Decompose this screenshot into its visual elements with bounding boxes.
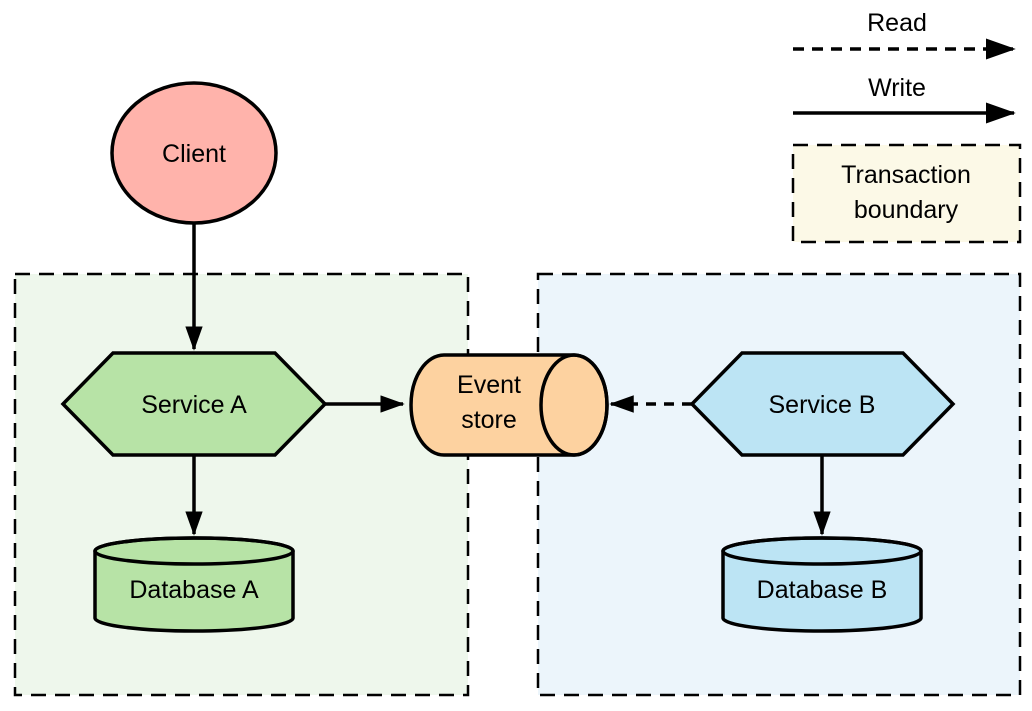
node-service-a: Service A xyxy=(60,351,328,457)
legend-write-label: Write xyxy=(868,74,926,102)
service-a-label: Service A xyxy=(141,391,247,419)
node-event-store: Event store xyxy=(409,353,609,457)
node-database-a: Database A xyxy=(93,536,295,633)
service-a-hexagon xyxy=(60,351,328,457)
database-a-cylinder-rim xyxy=(93,536,295,566)
node-database-b: Database B xyxy=(721,536,923,633)
client-label: Client xyxy=(162,140,226,168)
database-b-label: Database B xyxy=(757,576,888,604)
transaction-boundary-service-a xyxy=(13,272,470,697)
legend-read-label: Read xyxy=(867,9,927,37)
event-store-label-line1: Event xyxy=(457,371,521,399)
legend-transaction-boundary-label-line1: Transaction xyxy=(841,161,971,189)
database-b-cylinder-rim xyxy=(721,536,923,566)
legend-transaction-boundary-label-line2: boundary xyxy=(854,196,959,224)
node-service-b: Service B xyxy=(689,351,956,457)
legend: Read Write Transaction boundary xyxy=(791,9,1022,244)
event-store-cylinder-cap xyxy=(539,353,609,457)
service-b-hexagon xyxy=(689,351,956,457)
client-circle xyxy=(110,81,278,225)
event-store-cylinder xyxy=(409,353,609,457)
legend-transaction-boundary-box xyxy=(791,143,1022,244)
node-client: Client xyxy=(110,81,278,225)
transaction-boundary-service-b xyxy=(536,272,1022,697)
event-store-label-line2: store xyxy=(461,406,517,434)
service-b-label: Service B xyxy=(769,391,876,419)
database-a-label: Database A xyxy=(129,576,259,604)
